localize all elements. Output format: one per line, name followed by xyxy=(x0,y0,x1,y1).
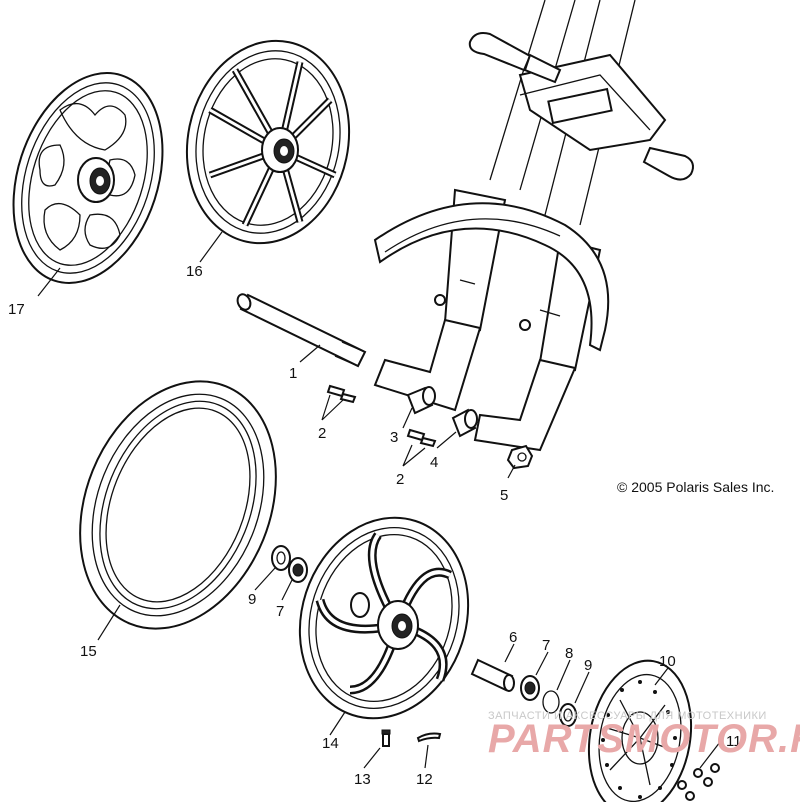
callout-14: 14 xyxy=(322,735,339,752)
front-axle xyxy=(236,293,367,368)
callout-3: 3 xyxy=(390,429,398,446)
callout-2-upper: 2 xyxy=(318,425,326,442)
axle-nut xyxy=(506,444,534,470)
bearing-7-left xyxy=(288,557,308,583)
front-fork xyxy=(373,0,694,452)
callout-11: 11 xyxy=(726,733,742,750)
valve-stem xyxy=(381,729,391,747)
callout-17: 17 xyxy=(8,301,25,318)
callout-8: 8 xyxy=(565,645,573,662)
tire xyxy=(79,380,277,630)
left-turn-signal xyxy=(468,32,562,84)
watermark-caption: ЗАПЧАСТИ И АКСЕССУАРЫ ДЛЯ МОТОТЕХНИКИ xyxy=(488,710,767,722)
watermark-brand: PARTSMOTOR.RU xyxy=(488,717,800,761)
callout-13: 13 xyxy=(354,771,371,788)
spacer-4 xyxy=(451,408,478,438)
callout-12: 12 xyxy=(416,771,433,788)
wheel-17 xyxy=(12,72,164,284)
balance-weight xyxy=(416,732,442,743)
wheel-spacer-6 xyxy=(470,658,515,692)
callout-6: 6 xyxy=(509,629,517,646)
wheel-16 xyxy=(185,39,351,245)
callout-1: 1 xyxy=(289,365,297,382)
callout-2-lower: 2 xyxy=(396,471,404,488)
callout-15: 15 xyxy=(80,643,97,660)
front-fender xyxy=(373,202,610,352)
callout-9-right: 9 xyxy=(584,657,592,674)
callout-4: 4 xyxy=(430,454,438,471)
right-turn-signal xyxy=(642,146,694,181)
pinch-bolts-lower xyxy=(406,428,437,448)
callout-labels: 17 16 1 2 3 4 2 5 15 9 7 14 6 7 8 9 10 1… xyxy=(8,263,742,788)
callout-5: 5 xyxy=(500,487,508,504)
callout-7-left: 7 xyxy=(276,603,284,620)
callout-7-right: 7 xyxy=(542,637,550,654)
watermark: ЗАПЧАСТИ И АКСЕССУАРЫ ДЛЯ МОТОТЕХНИКИ PA… xyxy=(488,710,800,761)
spacer-3 xyxy=(406,386,436,415)
callout-10: 10 xyxy=(659,653,676,670)
seal-9-left xyxy=(271,545,291,571)
bearing-7-right xyxy=(520,675,540,701)
seal-9-right xyxy=(559,703,577,727)
copyright-text: © 2005 Polaris Sales Inc. xyxy=(617,479,774,495)
wheel-14 xyxy=(298,516,470,720)
callout-9-left: 9 xyxy=(248,591,256,608)
callout-16: 16 xyxy=(186,263,203,280)
leader-lines xyxy=(37,231,721,769)
disc-bolts xyxy=(677,763,720,801)
seal-8 xyxy=(542,690,560,714)
brake-disc xyxy=(587,659,693,807)
pinch-bolts-upper xyxy=(326,384,357,404)
